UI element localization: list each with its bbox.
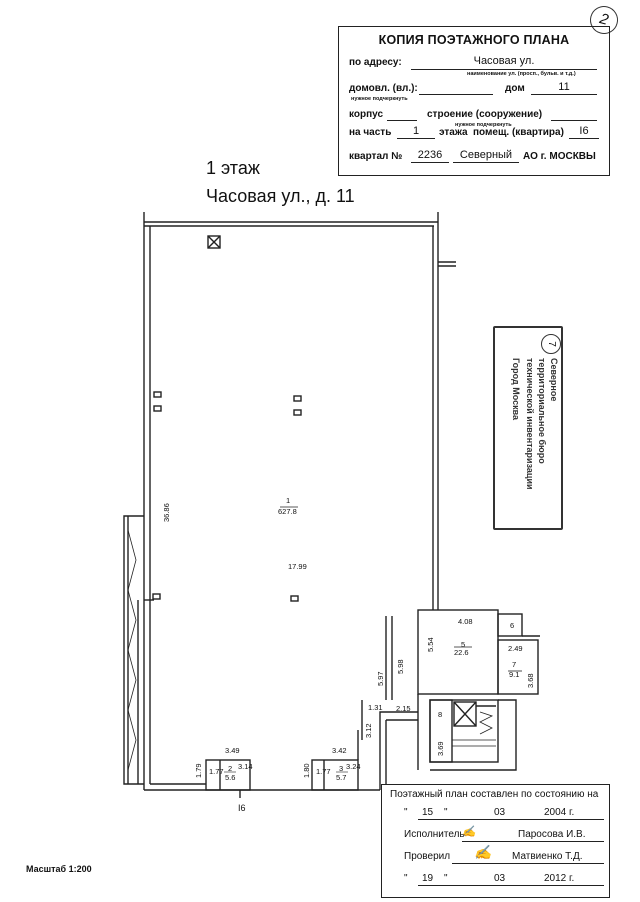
room-3-depth: 1.77	[316, 767, 331, 776]
kvartal-value: 2236	[417, 149, 443, 161]
executor-label: Исполнитель	[404, 829, 465, 840]
room-1-number: 1	[286, 496, 291, 505]
district-value: Северный	[459, 149, 513, 161]
footer-stamp: Поэтажный план составлен по состоянию на…	[381, 784, 610, 898]
bti-stamp-number: 7	[541, 334, 561, 354]
premises-mark: I6	[238, 803, 246, 813]
floor-caption: 1 этаж	[206, 158, 260, 178]
state-line: Поэтажный план составлен по состоянию на	[390, 789, 599, 800]
executor-name: Паросова И.В.	[518, 829, 586, 840]
room-5-side: 5.54	[426, 637, 435, 652]
premises-value: I6	[579, 125, 589, 137]
room-2-depth: 1.77	[209, 767, 224, 776]
room-8-number: 8	[438, 710, 443, 719]
hint-underline-1: нужное подчеркнуть	[351, 96, 408, 102]
room-3-x: 3.24	[346, 762, 361, 771]
part-value: 1	[412, 125, 420, 137]
dim-left-height: 36.86	[162, 503, 171, 522]
room-3-area: 5.7	[336, 773, 347, 782]
quote-1a: "	[404, 807, 408, 818]
room-3-width: 3.42	[332, 746, 347, 755]
room-3-number: 3	[339, 764, 344, 773]
room-2-width: 3.49	[225, 746, 240, 755]
kvartal-label: квартал №	[349, 151, 403, 162]
room-6-number: 6	[510, 621, 515, 630]
corridor-dim-e: 3.12	[364, 723, 373, 738]
room-8-side: 3.69	[436, 741, 445, 756]
room-2-area: 5.6	[225, 773, 236, 782]
year-1: 2004 г.	[544, 807, 575, 818]
room-3-height: 1.80	[302, 763, 311, 778]
checked-signature: ✍	[474, 845, 492, 861]
address-label: по адресу:	[349, 57, 402, 68]
checked-name: Матвиенко Т.Д.	[512, 851, 583, 862]
scale-label: Масштаб 1:200	[26, 864, 92, 874]
room-7-side: 3.68	[526, 673, 535, 688]
part-label: на часть	[349, 127, 392, 138]
room-5-number: 5	[461, 640, 466, 649]
room-7-number: 7	[512, 660, 517, 669]
dom-label: дом	[505, 83, 525, 94]
floor-label: этажа	[439, 127, 468, 138]
room-7-top: 2.49	[508, 644, 523, 653]
day-2: 19	[422, 873, 434, 884]
dom-value: 11	[558, 81, 570, 93]
room-2-number: 2	[228, 764, 233, 773]
room-4-top: 4.08	[458, 617, 473, 626]
bti-stamp-line-2: территориальное бюро	[537, 358, 547, 464]
corridor-dim-a: 5.97	[376, 671, 385, 686]
executor-signature: ✍	[462, 825, 476, 838]
room-2-x: 3.14	[238, 762, 253, 771]
room-5-area: 22.6	[454, 648, 469, 657]
day-1: 15	[422, 807, 434, 818]
address-hint: наименование ул. (просп., бульв. и т.д.)	[467, 71, 576, 77]
city-label: АО г. МОСКВЫ	[523, 151, 596, 162]
room-1-area: 627.8	[278, 507, 297, 516]
bti-stamp-line-3: технической инвентаризации	[525, 358, 535, 490]
month-1: 03	[494, 807, 506, 818]
corridor-dim-d: 2.15	[396, 704, 411, 713]
checked-label: Проверил	[404, 851, 451, 862]
room-2-height: 1.79	[194, 763, 203, 778]
domovl-label: домовл. (вл.):	[349, 83, 418, 94]
corridor-dim-b: 5.98	[396, 659, 405, 674]
year-2: 2012 г.	[544, 873, 575, 884]
hint-underline-2: нужное подчеркнуть	[455, 122, 512, 128]
bti-stamp: 7 Северное территориальное бюро техничес…	[493, 326, 563, 530]
premises-label: помещ. (квартира)	[473, 127, 564, 138]
month-2: 03	[494, 873, 506, 884]
stamp-title: КОПИЯ ПОЭТАЖНОГО ПЛАНА	[378, 33, 570, 47]
quote-1b: "	[444, 807, 448, 818]
korpus-label: корпус	[349, 109, 384, 120]
plan-header-stamp: КОПИЯ ПОЭТАЖНОГО ПЛАНА по адресу: Часова…	[338, 26, 610, 176]
address-caption: Часовая ул., д. 11	[206, 186, 355, 206]
corridor-dim-c: 1.31	[368, 703, 383, 712]
bti-stamp-line-4: Город Москва	[511, 358, 521, 421]
room-7-area: 9.1	[509, 670, 520, 679]
bti-stamp-line-1: Северное	[549, 358, 559, 402]
quote-2a: "	[404, 873, 408, 884]
stroenie-label: строение (сооружение)	[427, 109, 543, 120]
address-value: Часовая ул.	[473, 55, 535, 67]
quote-2b: "	[444, 873, 448, 884]
dim-width: 17.99	[288, 562, 307, 571]
